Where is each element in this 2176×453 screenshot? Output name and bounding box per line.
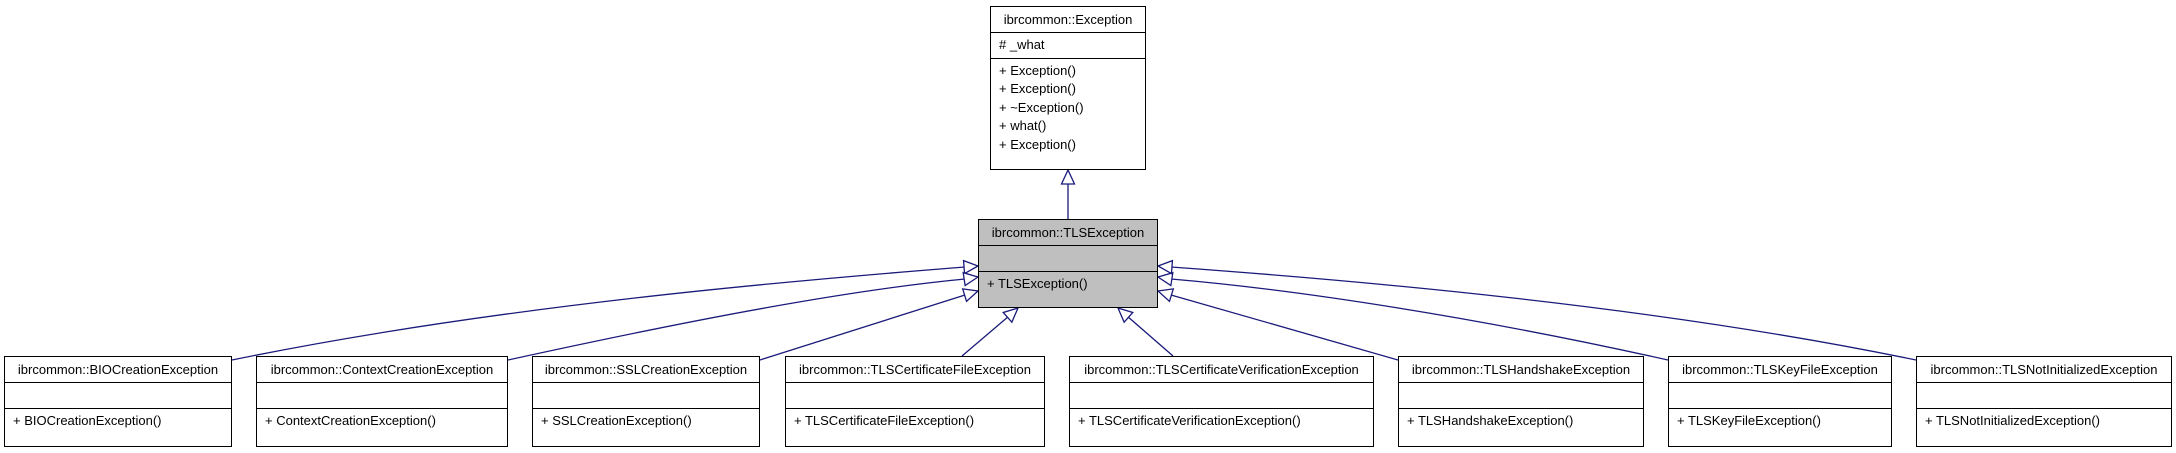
method: + TLSCertificateVerificationException() [1078,413,1301,428]
method: + TLSKeyFileException() [1677,413,1821,428]
method: + ContextCreationException() [265,413,436,428]
method: + Exception() [999,62,1076,78]
class-box-exception[interactable]: ibrcommon::Exception # _what + Exception… [990,6,1146,170]
edge-derived-1 [507,278,966,361]
class-methods: + TLSNotInitializedException() [1917,408,2171,434]
method: + TLSCertificateFileException() [794,413,975,428]
attribute: # _what [999,37,1045,52]
inheritance-arrowhead [1116,306,1134,324]
class-name: ibrcommon::BIOCreationException [17,362,219,377]
class-methods: + Exception() + Exception() + ~Exception… [991,57,1145,158]
class-box-tls-certificate-verification-exception[interactable]: ibrcommon::TLSCertificateVerificationExc… [1069,356,1374,447]
edge-derived-3 [961,315,1010,357]
edge-derived-5 [1170,294,1399,361]
class-attributes [1917,382,2171,408]
class-name: ibrcommon::TLSCertificateVerificationExc… [1084,362,1359,377]
method: + SSLCreationException() [541,413,692,428]
class-name: ibrcommon::TLSNotInitializedException [1930,362,2158,377]
class-box-context-creation-exception[interactable]: ibrcommon::ContextCreationException + Co… [256,356,508,447]
class-methods: + TLSCertificateFileException() [786,408,1044,434]
class-attributes [1070,382,1373,408]
class-attributes [1669,382,1891,408]
inheritance-arrowhead [1156,259,1174,275]
method: + Exception() [999,136,1076,152]
class-box-tls-handshake-exception[interactable]: ibrcommon::TLSHandshakeException + TLSHa… [1398,356,1644,447]
class-name: ibrcommon::TLSCertificateFileException [799,362,1031,377]
class-box-tls-certificate-file-exception[interactable]: ibrcommon::TLSCertificateFileException +… [785,356,1045,447]
edge-derived-7 [1170,266,1917,361]
class-box-bio-creation-exception[interactable]: ibrcommon::BIOCreationException + BIOCre… [4,356,232,447]
edge-derived-2 [759,294,966,361]
edge-derived-6 [1170,278,1669,361]
inheritance-arrowhead [962,259,980,275]
class-attributes [533,382,759,408]
method: + what() [999,118,1047,133]
class-methods: + BIOCreationException() [5,408,231,434]
method: + Exception() [999,81,1076,96]
class-methods: + ContextCreationException() [257,408,507,434]
inheritance-arrowhead [962,271,980,287]
class-attributes [5,382,231,408]
class-box-ssl-creation-exception[interactable]: ibrcommon::SSLCreationException + SSLCre… [532,356,760,447]
class-name: ibrcommon::SSLCreationException [544,362,748,377]
class-name: ibrcommon::Exception [1003,12,1133,27]
class-name: ibrcommon::ContextCreationException [270,362,494,377]
class-attributes [257,382,507,408]
class-methods: + TLSException() [979,271,1157,297]
class-methods: + TLSHandshakeException() [1399,408,1643,434]
inheritance-arrowhead [961,288,980,303]
edge-derived-4 [1126,315,1174,357]
class-methods: + SSLCreationException() [533,408,759,434]
class-methods: + TLSCertificateVerificationException() [1070,408,1373,434]
class-box-tls-key-file-exception[interactable]: ibrcommon::TLSKeyFileException + TLSKeyF… [1668,356,1892,447]
method: + BIOCreationException() [13,413,162,428]
method: + TLSException() [987,276,1088,291]
inheritance-arrowhead [1060,168,1076,185]
class-name: ibrcommon::TLSKeyFileException [1682,362,1878,377]
class-attributes [979,245,1157,271]
inheritance-arrowhead [1156,288,1175,303]
method: + TLSNotInitializedException() [1925,413,2100,428]
edge-derived-0 [231,266,966,361]
class-name: ibrcommon::TLSException [991,225,1145,240]
inheritance-arrowhead [1156,271,1174,287]
class-name: ibrcommon::TLSHandshakeException [1411,362,1631,377]
class-methods: + TLSKeyFileException() [1669,408,1891,434]
class-attributes: # _what [991,32,1145,58]
class-box-tls-exception[interactable]: ibrcommon::TLSException + TLSException() [978,219,1158,308]
class-box-tls-not-initialized-exception[interactable]: ibrcommon::TLSNotInitializedException + … [1916,356,2172,447]
method: + ~Exception() [999,99,1084,115]
inheritance-arrowhead [1002,306,1020,324]
method: + TLSHandshakeException() [1407,413,1574,428]
class-attributes [1399,382,1643,408]
class-attributes [786,382,1044,408]
